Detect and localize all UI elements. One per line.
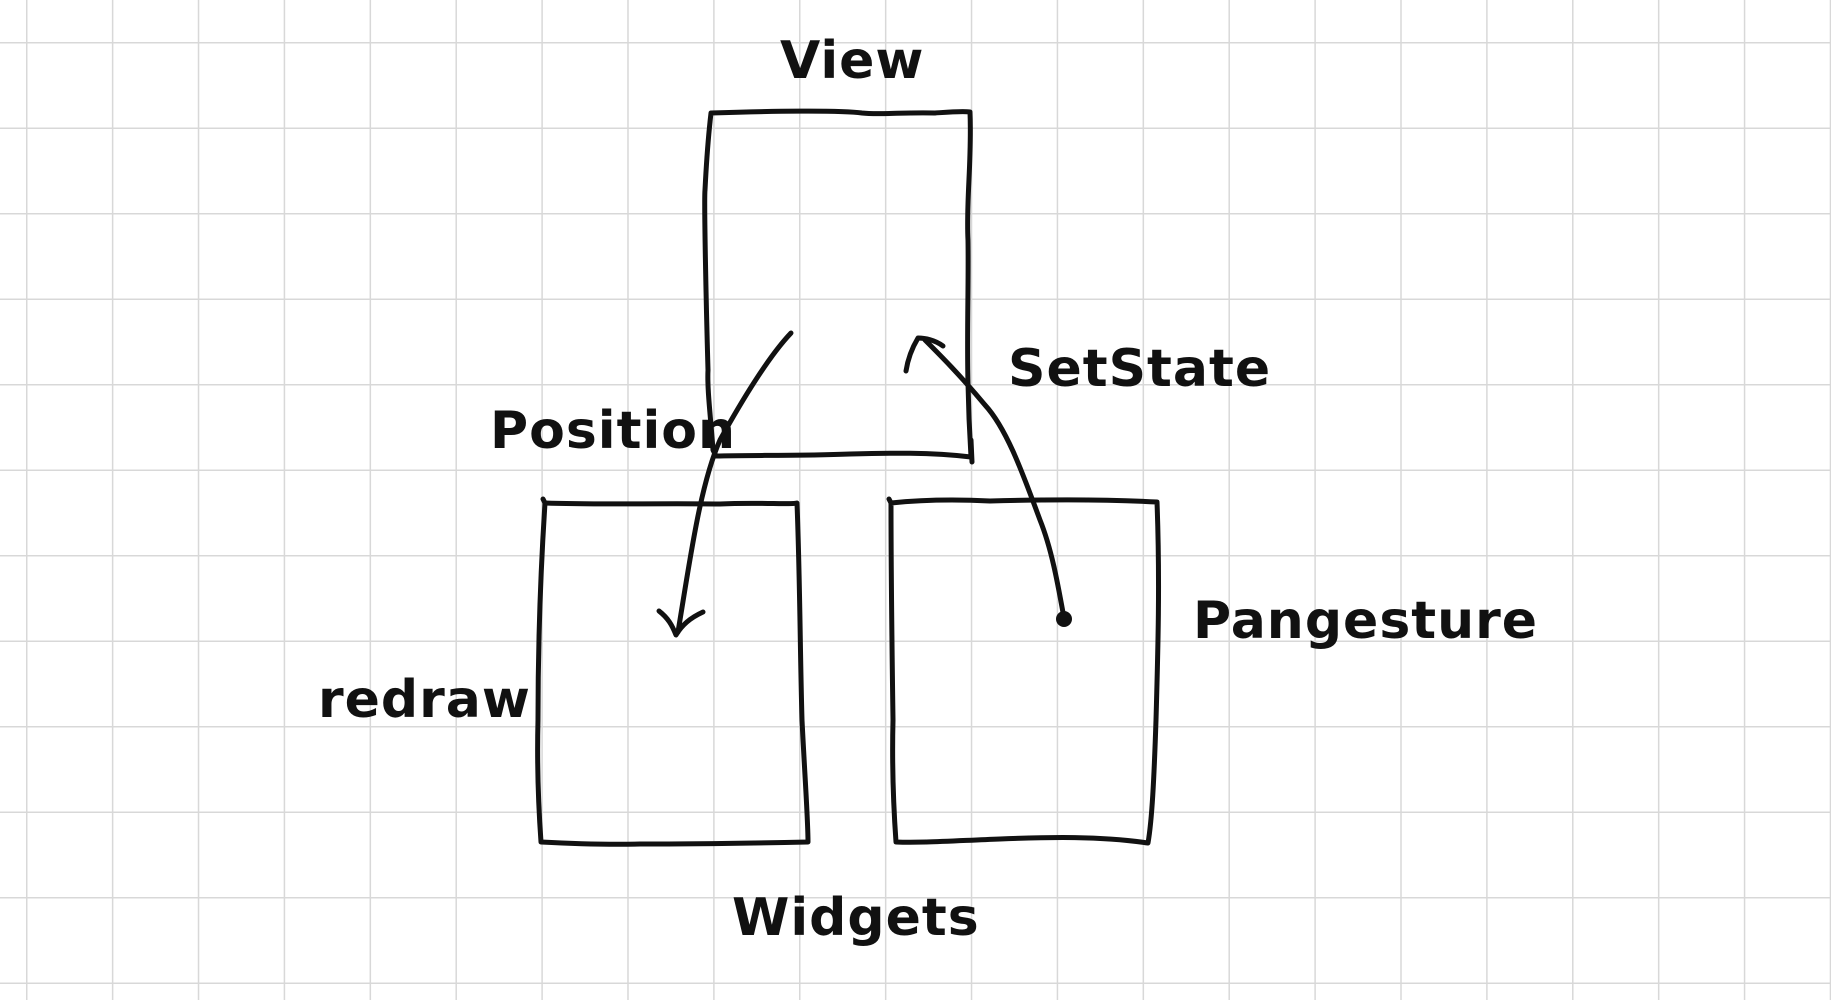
view-box-edge-tail bbox=[968, 437, 975, 465]
left-widget-box bbox=[535, 500, 811, 847]
setstate-arrow-line bbox=[922, 337, 1067, 621]
right-widget-box-corner bbox=[886, 496, 894, 506]
left-widget-box-corner bbox=[540, 496, 548, 506]
setstate-arrow-head bbox=[903, 335, 946, 374]
pangesture-label: Pangesture bbox=[1193, 591, 1538, 651]
setstate-label: SetState bbox=[1008, 339, 1271, 399]
redraw-label: redraw bbox=[318, 670, 531, 730]
right-widget-box bbox=[888, 497, 1162, 846]
position-arrow-line bbox=[675, 330, 794, 635]
pangesture-origin-dot bbox=[1056, 611, 1072, 627]
view-label: View bbox=[780, 31, 924, 91]
position-label: Position bbox=[490, 401, 736, 461]
view-box bbox=[702, 108, 974, 460]
widgets-label: Widgets bbox=[732, 888, 980, 948]
position-arrow-head bbox=[656, 608, 706, 638]
